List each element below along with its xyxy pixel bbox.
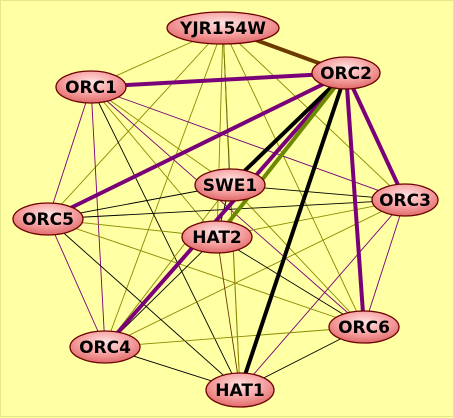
edge-yjr154w-hat2 <box>216 27 224 238</box>
edge-orc1-orc5 <box>47 86 92 220</box>
edge-swe1-orc6 <box>229 184 365 328</box>
node-ellipse <box>311 56 381 90</box>
edge-orc2-hat1 <box>238 71 348 392</box>
node-orc4[interactable]: ORC4 <box>69 330 141 364</box>
edge-orc1-hat2 <box>90 86 218 238</box>
node-ellipse <box>55 70 127 104</box>
node-ellipse <box>194 168 266 202</box>
node-orc2[interactable]: ORC2 <box>311 56 381 90</box>
node-orc6[interactable]: ORC6 <box>328 310 400 344</box>
edge-orc1-orc4 <box>90 86 106 348</box>
node-label: HAT1 <box>215 381 265 401</box>
node-label: ORC6 <box>338 318 390 338</box>
node-label: ORC5 <box>22 210 74 230</box>
edge-orc5-orc4 <box>47 218 106 348</box>
node-label: ORC1 <box>65 78 117 98</box>
node-ellipse <box>69 330 141 364</box>
edge-orc2-orc3 <box>344 71 407 202</box>
node-ellipse <box>328 310 400 344</box>
node-label: ORC4 <box>79 338 131 358</box>
node-label: HAT2 <box>192 228 242 248</box>
edge-orc1-hat1 <box>90 86 241 391</box>
node-swe1[interactable]: SWE1 <box>194 168 266 202</box>
edge-orc6-orc4 <box>104 326 365 348</box>
node-orc3[interactable]: ORC3 <box>371 183 439 217</box>
edge-orc2-hat2 <box>215 71 348 239</box>
node-ellipse <box>166 11 280 45</box>
edge-hat2-orc6 <box>216 236 365 328</box>
edge-hat2-hat1 <box>216 236 241 391</box>
edge-swe1-orc4 <box>104 184 231 348</box>
edge-orc3-hat1 <box>239 199 406 391</box>
edge-orc1-swe1 <box>90 86 231 186</box>
edge-orc2-swe1 <box>228 71 348 187</box>
node-ellipse <box>205 372 275 408</box>
edge-orc2-orc6 <box>344 71 366 329</box>
node-orc5[interactable]: ORC5 <box>12 202 84 236</box>
node-label: YJR154W <box>179 19 266 39</box>
node-orc1[interactable]: ORC1 <box>55 70 127 104</box>
node-label: SWE1 <box>203 176 257 196</box>
edge-orc5-orc6 <box>47 218 365 328</box>
nodes-layer: YJR154W ORC2ORC1SWE1ORC3ORC5HAT2ORC6ORC4H… <box>12 11 439 408</box>
edge-orc1-orc2 <box>89 71 348 89</box>
node-ellipse <box>181 220 253 254</box>
edge-orc2-orc4 <box>103 71 348 349</box>
node-label: ORC2 <box>320 64 372 84</box>
node-hat1[interactable]: HAT1 <box>205 372 275 408</box>
node-hat2[interactable]: HAT2 <box>181 220 253 254</box>
node-ellipse <box>12 202 84 236</box>
edge-orc2-orc5 <box>46 71 348 221</box>
node-yjr154w[interactable]: YJR154W <box>166 11 280 45</box>
node-ellipse <box>371 183 439 217</box>
edge-orc3-orc6 <box>363 199 406 328</box>
edge-yjr154w-orc5 <box>47 27 224 220</box>
node-label: ORC3 <box>379 191 431 211</box>
